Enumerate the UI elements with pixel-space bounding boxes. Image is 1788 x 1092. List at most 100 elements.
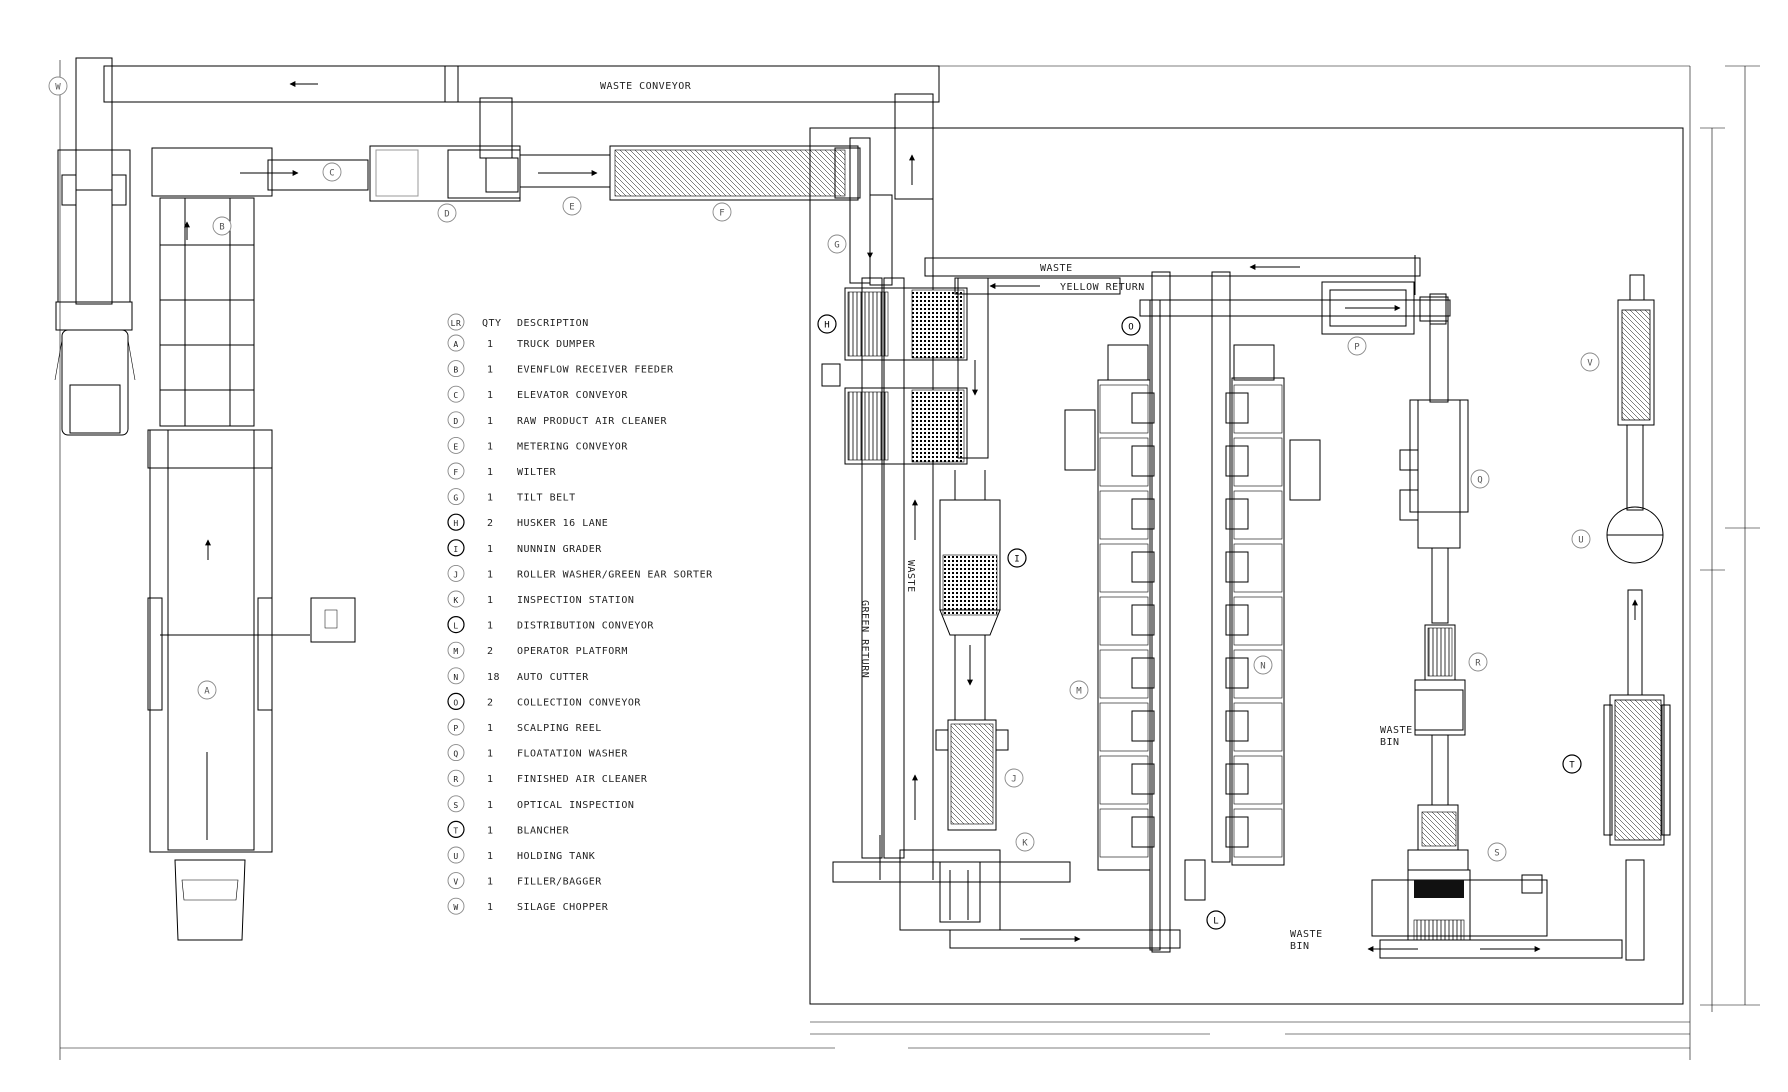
legend-row: O 2 COLLECTION CONVEYOR [447, 692, 641, 711]
legend-qty: 1 [487, 544, 494, 555]
legend-code-circle [447, 667, 465, 685]
legend-code-circle [447, 334, 465, 352]
legend-code: T [453, 826, 458, 835]
callout-letter: N [1260, 662, 1265, 672]
legend-code: A [453, 340, 458, 349]
huskers: WASTE GREEN RETURN [821, 277, 978, 859]
auto-cutter [1225, 551, 1249, 583]
legend-description: AUTO CUTTER [517, 672, 589, 683]
operator-platform-cell [1233, 755, 1283, 805]
auto-cutter [1225, 710, 1249, 742]
waste-vertical-label: WASTE [905, 560, 916, 593]
legend-description: NUNNIN GRADER [517, 544, 602, 555]
auto-cutter [1131, 710, 1155, 742]
callout-letter: H [824, 321, 829, 331]
legend-description: DISTRIBUTION CONVEYOR [517, 621, 654, 632]
legend-description: HUSKER 16 LANE [517, 518, 608, 529]
legend-code: Q [453, 750, 458, 759]
auto-cutter [1131, 498, 1155, 530]
dimension-lines [59, 60, 1760, 1060]
legend-qty: 1 [487, 877, 494, 888]
callout-s: S [1487, 842, 1507, 862]
callout-f: F [712, 202, 732, 222]
callout-letter: M [1076, 687, 1082, 697]
operator-platform-cell [1233, 490, 1283, 540]
operator-platform-cell [1233, 543, 1283, 593]
operator-platform-cell [1233, 596, 1283, 646]
auto-cutter [1131, 445, 1155, 477]
legend-code: M [453, 647, 458, 656]
callout-circle [1004, 768, 1024, 788]
legend-code-circle [447, 539, 465, 557]
callout-circle [212, 216, 232, 236]
legend-description: ROLLER WASHER/GREEN EAR SORTER [517, 569, 713, 580]
legend-qty: 1 [487, 595, 494, 606]
legend-description: SILAGE CHOPPER [517, 902, 609, 913]
distribution-cutter-area [1064, 271, 1321, 953]
legend-description: COLLECTION CONVEYOR [517, 697, 641, 708]
callout-letter: K [1022, 839, 1028, 849]
callout-circle [197, 680, 217, 700]
auto-cutter [1225, 498, 1249, 530]
legend-description: FLOATATION WASHER [517, 749, 628, 760]
callout-letter: P [1354, 343, 1360, 353]
legend-code: C [453, 391, 458, 400]
callout-circle [1253, 655, 1273, 675]
legend-code: F [453, 468, 458, 477]
legend-qty: 2 [487, 646, 494, 657]
washer-cleaner-inspection-line: WASTE BIN WASTE BIN [1290, 296, 1623, 959]
callout-letter: G [834, 241, 839, 251]
waste-bin-1b-label: BIN [1380, 737, 1400, 748]
operator-platform-cell [1233, 649, 1283, 699]
legend-qty: 1 [487, 416, 494, 427]
legend-code: D [453, 417, 458, 426]
callout-circle [1015, 832, 1035, 852]
legend-code: N [453, 673, 458, 682]
legend-code: R [453, 775, 458, 784]
legend-qty: 2 [487, 697, 494, 708]
legend-code: G [453, 494, 458, 503]
waste-bin-1-label: WASTE [1380, 725, 1413, 736]
legend-description: TILT BELT [517, 493, 576, 504]
operator-platform-cell [1099, 808, 1149, 858]
callout-circle [1206, 910, 1226, 930]
callout-r: R [1468, 652, 1488, 672]
callout-circle [562, 196, 582, 216]
callout-e: E [562, 196, 582, 216]
legend-description: WILTER [517, 467, 557, 478]
legend-qty: 1 [487, 825, 494, 836]
legend-qty: 18 [487, 672, 500, 683]
callout-letter: E [569, 203, 574, 213]
legend-code: I [453, 545, 458, 554]
legend-code: J [453, 570, 458, 579]
legend-code: O [453, 698, 458, 707]
callout-letter: S [1494, 849, 1499, 859]
operator-platform-cell [1099, 384, 1149, 434]
legend-description: OPTICAL INSPECTION [517, 800, 634, 811]
legend-code: H [453, 519, 458, 528]
process-building-outline [809, 127, 1684, 1005]
legend-qty: 1 [487, 851, 494, 862]
legend-description: RAW PRODUCT AIR CLEANER [517, 416, 667, 427]
legend-description: TRUCK DUMPER [517, 339, 596, 350]
callout-letter: B [219, 223, 224, 233]
legend-code-circle [447, 360, 465, 378]
blancher-tank-filler [1603, 274, 1671, 961]
legend-qty: 1 [487, 441, 494, 452]
legend-description: FINISHED AIR CLEANER [517, 774, 648, 785]
waste-label: WASTE [1040, 263, 1073, 274]
callout-letter: R [1475, 659, 1481, 669]
auto-cutter [1131, 551, 1155, 583]
